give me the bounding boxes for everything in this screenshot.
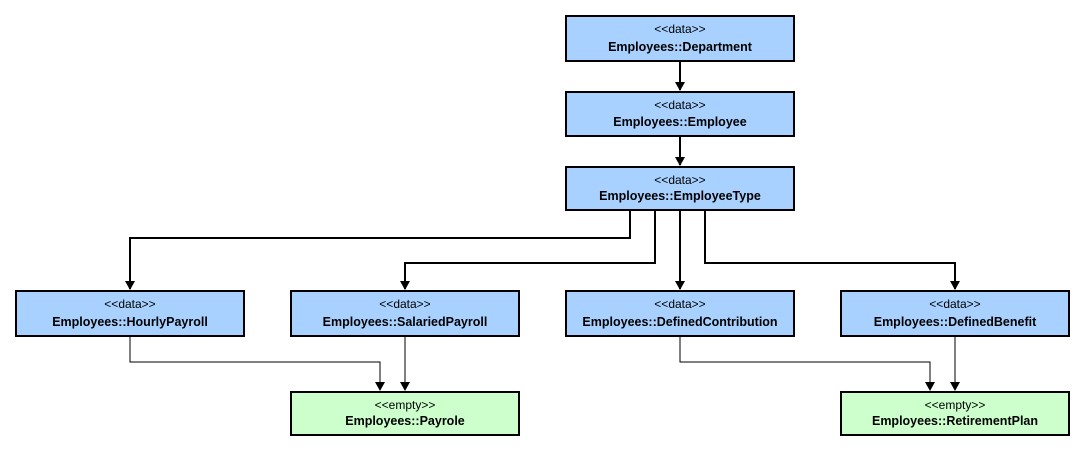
stereotype-label: <<data>>: [929, 297, 981, 311]
class-name: Employees::Department: [608, 40, 752, 54]
stereotype-label: <<data>>: [654, 98, 706, 112]
stereotype-label: <<data>>: [654, 22, 706, 36]
node-employee[interactable]: <<data>> Employees::Employee: [565, 91, 795, 137]
node-department[interactable]: <<data>> Employees::Department: [565, 15, 795, 62]
stereotype-label: <<empty>>: [924, 398, 986, 412]
stereotype-label: <<data>>: [379, 297, 431, 311]
node-retirement-plan[interactable]: <<empty>> Employees::RetirementPlan: [840, 391, 1070, 436]
class-name: Employees::HourlyPayroll: [52, 315, 208, 329]
node-payrole[interactable]: <<empty>> Employees::Payrole: [290, 391, 520, 436]
edge-employeetype-salariedpayroll: [400, 211, 656, 290]
class-name: Employees::RetirementPlan: [871, 414, 1039, 428]
node-defined-contribution[interactable]: <<data>> Employees::DefinedContribution: [565, 290, 795, 337]
stereotype-label: <<data>>: [654, 173, 706, 187]
node-hourly-payroll[interactable]: <<data>> Employees::HourlyPayroll: [15, 290, 245, 337]
stereotype-label: <<empty>>: [374, 398, 436, 412]
edge-employeetype-hourlypayroll: [125, 211, 631, 290]
stereotype-label: <<data>>: [654, 297, 706, 311]
stereotype-label: <<data>>: [104, 297, 156, 311]
edge-definedcontribution-retirementplan: [679, 337, 935, 391]
class-name: Employees::DefinedContribution: [582, 315, 778, 329]
class-name: Employees::Employee: [613, 115, 747, 129]
edge-employeetype-definedbenefit: [704, 211, 960, 290]
class-name: Employees::Payrole: [345, 414, 465, 428]
edge-hourlypayroll-payrole: [129, 337, 385, 391]
node-employee-type[interactable]: <<data>> Employees::EmployeeType: [565, 166, 795, 211]
node-defined-benefit[interactable]: <<data>> Employees::DefinedBenefit: [840, 290, 1070, 337]
class-name: Employees::DefinedBenefit: [873, 315, 1037, 329]
class-name: Employees::EmployeeType: [599, 189, 761, 203]
node-salaried-payroll[interactable]: <<data>> Employees::SalariedPayroll: [290, 290, 520, 337]
class-name: Employees::SalariedPayroll: [322, 315, 488, 329]
